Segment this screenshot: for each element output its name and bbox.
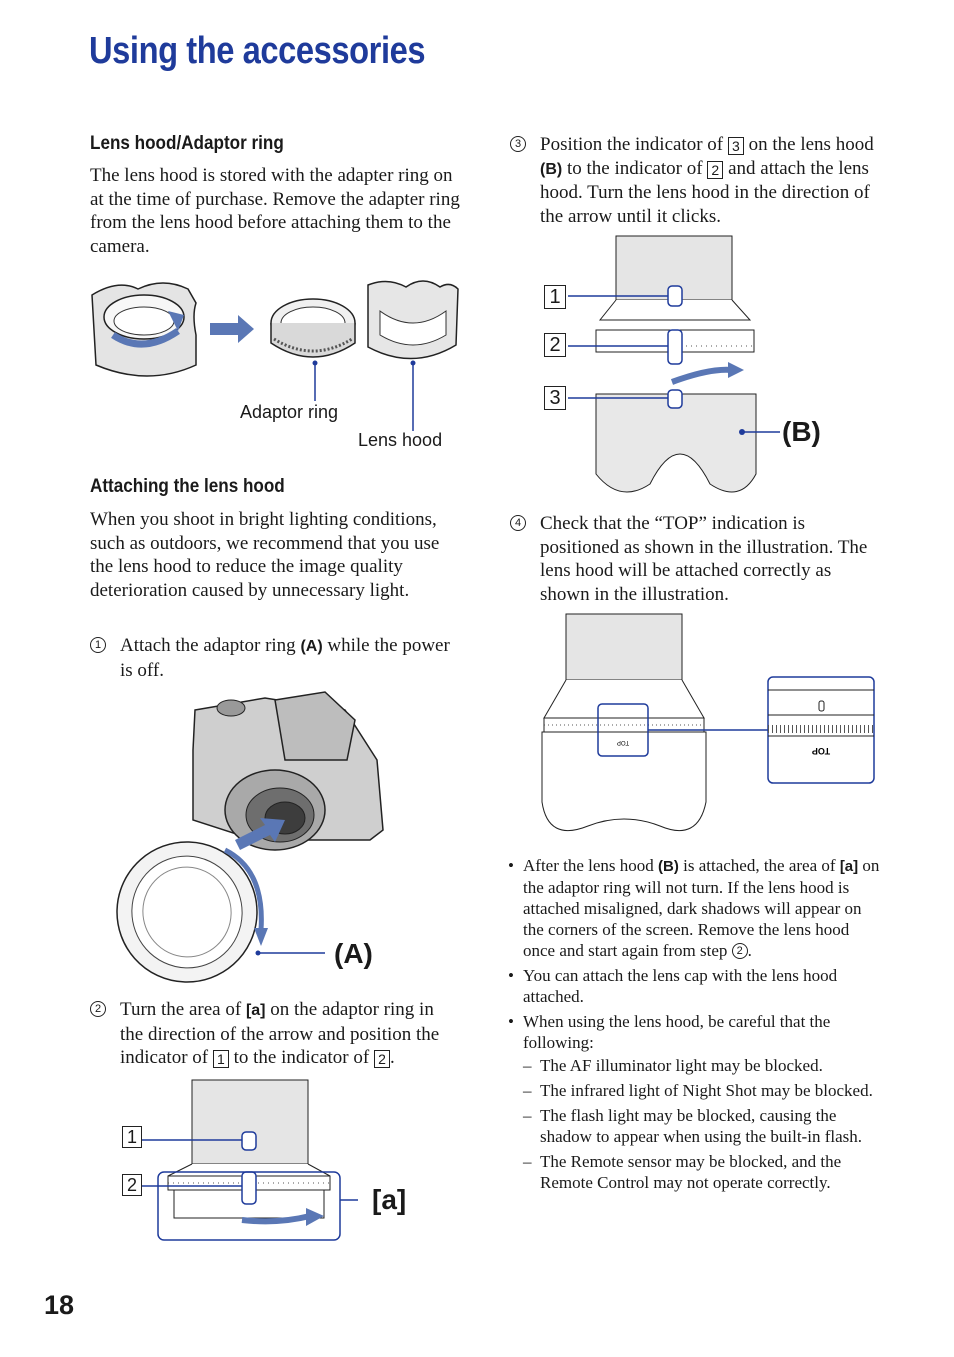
lens-hood-label: Lens hood <box>358 430 443 450</box>
top-mark-zoom: TOP <box>812 746 830 756</box>
section-heading-attaching: Attaching the lens hood <box>90 476 285 497</box>
note-3-dash-4: The Remote sensor may be blocked, and th… <box>523 1151 880 1193</box>
page-title: Using the accessories <box>89 30 426 72</box>
note-1: After the lens hood (B) is attached, the… <box>508 855 880 961</box>
step-1-number: 1 <box>90 637 106 653</box>
label-A: (A) <box>334 938 373 969</box>
hood-attach-illustration <box>568 235 780 493</box>
note-3-dash-2: The infrared light of Night Shot may be … <box>523 1080 880 1101</box>
label-B: (B) <box>782 416 821 447</box>
attaching-paragraph: When you shoot in bright lighting condit… <box>90 509 440 601</box>
notes-list: After the lens hood (B) is attached, the… <box>508 855 880 1197</box>
fig4-label-3: 3 <box>544 386 566 410</box>
hood-adaptor-illustration <box>91 280 459 431</box>
note-3-dash-1: The AF illuminator light may be blocked. <box>523 1055 880 1076</box>
fig3-label-1: 1 <box>122 1126 142 1148</box>
camera-illustration <box>116 691 384 983</box>
adaptor-alignment-illustration <box>142 1079 358 1241</box>
adaptor-ring-label: Adaptor ring <box>240 402 339 422</box>
label-a: [a] <box>372 1184 407 1215</box>
step-2-number: 2 <box>90 1001 106 1017</box>
step-4-number: 4 <box>510 515 526 531</box>
section-heading-lens-hood: Lens hood/Adaptor ring <box>90 133 284 154</box>
fig4-label-2: 2 <box>544 333 566 357</box>
top-mark-small: TOP <box>617 739 629 745</box>
step-3-number: 3 <box>510 136 526 152</box>
intro-paragraph: The lens hood is stored with the adapter… <box>90 165 460 257</box>
fig3-label-2: 2 <box>122 1174 142 1196</box>
page-number: 18 <box>44 1290 75 1320</box>
note-3-dash-3: The flash light may be blocked, causing … <box>523 1105 880 1147</box>
top-indication-illustration: TOP TOP <box>541 613 875 831</box>
note-3: When using the lens hood, be careful tha… <box>508 1011 880 1193</box>
fig4-label-1: 1 <box>544 285 566 309</box>
note-2: You can attach the lens cap with the len… <box>508 965 880 1007</box>
